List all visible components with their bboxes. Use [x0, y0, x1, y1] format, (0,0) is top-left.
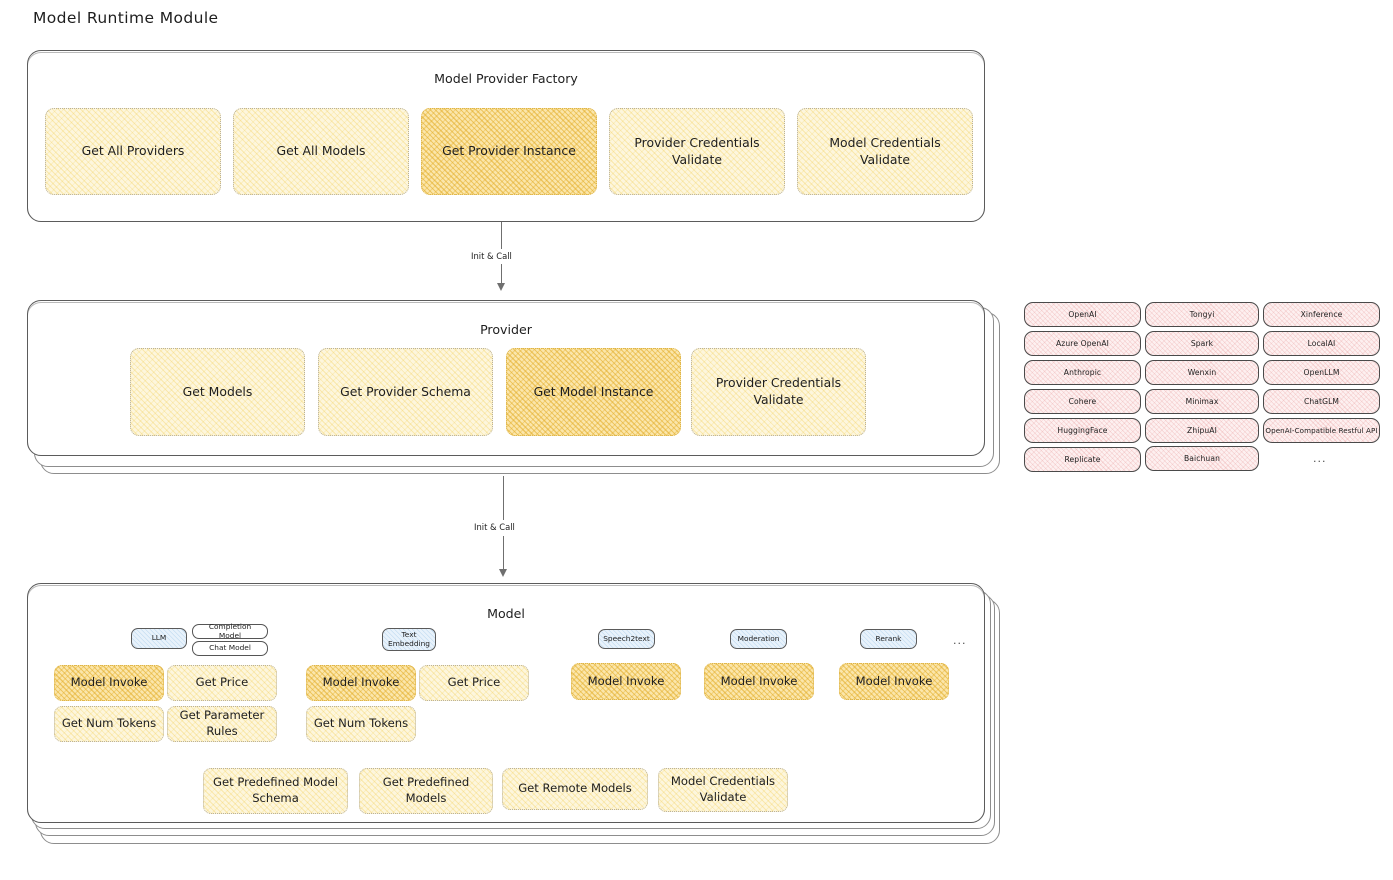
- provider-list-more: ...: [1313, 452, 1327, 465]
- factory-item-get-all-models[interactable]: Get All Models: [233, 108, 409, 195]
- model-op-llm-get-parameter-rules[interactable]: Get Parameter Rules: [167, 706, 277, 742]
- provider-pill-xinference[interactable]: Xinference: [1263, 302, 1380, 327]
- factory-item-get-all-providers[interactable]: Get All Providers: [45, 108, 221, 195]
- model-type-badge-speech2text[interactable]: Speech2text: [598, 629, 655, 649]
- connector-provider-to-model-label: Init & Call: [471, 522, 518, 532]
- model-op-text-embedding-model-invoke[interactable]: Model Invoke: [306, 665, 416, 701]
- connector-provider-to-model-line: [503, 476, 505, 520]
- connector-factory-to-provider-line: [501, 222, 503, 249]
- factory-item-provider-credentials-validate[interactable]: Provider Credentials Validate: [609, 108, 785, 195]
- provider-item-get-models[interactable]: Get Models: [130, 348, 305, 436]
- model-title: Model: [487, 606, 525, 621]
- provider-pill-spark[interactable]: Spark: [1145, 331, 1259, 356]
- connector-provider-to-model-arrow: [499, 569, 507, 577]
- model-op-moderation-model-invoke[interactable]: Model Invoke: [704, 663, 814, 700]
- model-type-badge-text-embedding[interactable]: Text Embedding: [382, 628, 436, 651]
- provider-pill-huggingface[interactable]: HuggingFace: [1024, 418, 1141, 443]
- model-common-op-get-predefined-models[interactable]: Get Predefined Models: [359, 768, 493, 814]
- model-subtype-badge-chat-model[interactable]: Chat Model: [192, 641, 268, 656]
- model-common-op-get-predefined-model-schema[interactable]: Get Predefined Model Schema: [203, 768, 348, 814]
- provider-panel: Provider Get Models Get Provider Schema …: [26, 300, 985, 457]
- model-common-op-get-remote-models[interactable]: Get Remote Models: [502, 768, 648, 810]
- provider-pill-baichuan[interactable]: Baichuan: [1145, 446, 1259, 471]
- model-subtype-badge-completion-model[interactable]: Completion Model: [192, 622, 268, 639]
- model-provider-factory-title: Model Provider Factory: [434, 71, 578, 86]
- provider-pill-chatglm[interactable]: ChatGLM: [1263, 389, 1380, 414]
- connector-factory-to-provider-label: Init & Call: [468, 251, 515, 261]
- model-type-badge-llm[interactable]: LLM: [131, 628, 187, 649]
- connector-provider-to-model-line-lower: [503, 536, 505, 570]
- provider-pill-zhipuai[interactable]: ZhipuAI: [1145, 418, 1259, 443]
- page-title: Model Runtime Module: [33, 9, 219, 27]
- provider-title: Provider: [480, 322, 532, 337]
- provider-pill-anthropic[interactable]: Anthropic: [1024, 360, 1141, 385]
- provider-pill-openllm[interactable]: OpenLLM: [1263, 360, 1380, 385]
- model-panel: Model LLM Completion Model Chat Model Mo…: [26, 583, 985, 824]
- provider-pill-openai-compatible-restful-api[interactable]: OpenAI-Compatible Restful API: [1263, 418, 1380, 443]
- model-types-more: ...: [953, 634, 967, 647]
- model-op-speech2text-model-invoke[interactable]: Model Invoke: [571, 663, 681, 700]
- provider-item-provider-credentials-validate[interactable]: Provider Credentials Validate: [691, 348, 866, 436]
- provider-pill-openai[interactable]: OpenAI: [1024, 302, 1141, 327]
- provider-item-get-provider-schema[interactable]: Get Provider Schema: [318, 348, 493, 436]
- model-provider-factory-panel: Model Provider Factory Get All Providers…: [26, 50, 985, 223]
- model-op-llm-get-price[interactable]: Get Price: [167, 665, 277, 701]
- model-op-llm-model-invoke[interactable]: Model Invoke: [54, 665, 164, 701]
- factory-item-model-credentials-validate[interactable]: Model Credentials Validate: [797, 108, 973, 195]
- connector-factory-to-provider-arrow: [497, 283, 505, 291]
- provider-pill-replicate[interactable]: Replicate: [1024, 447, 1141, 472]
- model-op-text-embedding-get-price[interactable]: Get Price: [419, 665, 529, 701]
- model-op-text-embedding-get-num-tokens[interactable]: Get Num Tokens: [306, 706, 416, 742]
- model-op-rerank-model-invoke[interactable]: Model Invoke: [839, 663, 949, 700]
- provider-list: OpenAI Azure OpenAI Anthropic Cohere Hug…: [1024, 300, 1380, 475]
- provider-pill-azure-openai[interactable]: Azure OpenAI: [1024, 331, 1141, 356]
- factory-item-get-provider-instance[interactable]: Get Provider Instance: [421, 108, 597, 195]
- provider-pill-minimax[interactable]: Minimax: [1145, 389, 1259, 414]
- model-type-badge-moderation[interactable]: Moderation: [730, 629, 787, 649]
- model-op-llm-get-num-tokens[interactable]: Get Num Tokens: [54, 706, 164, 742]
- provider-pill-localai[interactable]: LocalAI: [1263, 331, 1380, 356]
- provider-pill-tongyi[interactable]: Tongyi: [1145, 302, 1259, 327]
- connector-factory-to-provider-line-lower: [501, 264, 503, 284]
- model-common-op-model-credentials-validate[interactable]: Model Credentials Validate: [658, 768, 788, 812]
- provider-pill-wenxin[interactable]: Wenxin: [1145, 360, 1259, 385]
- model-type-badge-rerank[interactable]: Rerank: [860, 629, 917, 649]
- provider-pill-cohere[interactable]: Cohere: [1024, 389, 1141, 414]
- provider-item-get-model-instance[interactable]: Get Model Instance: [506, 348, 681, 436]
